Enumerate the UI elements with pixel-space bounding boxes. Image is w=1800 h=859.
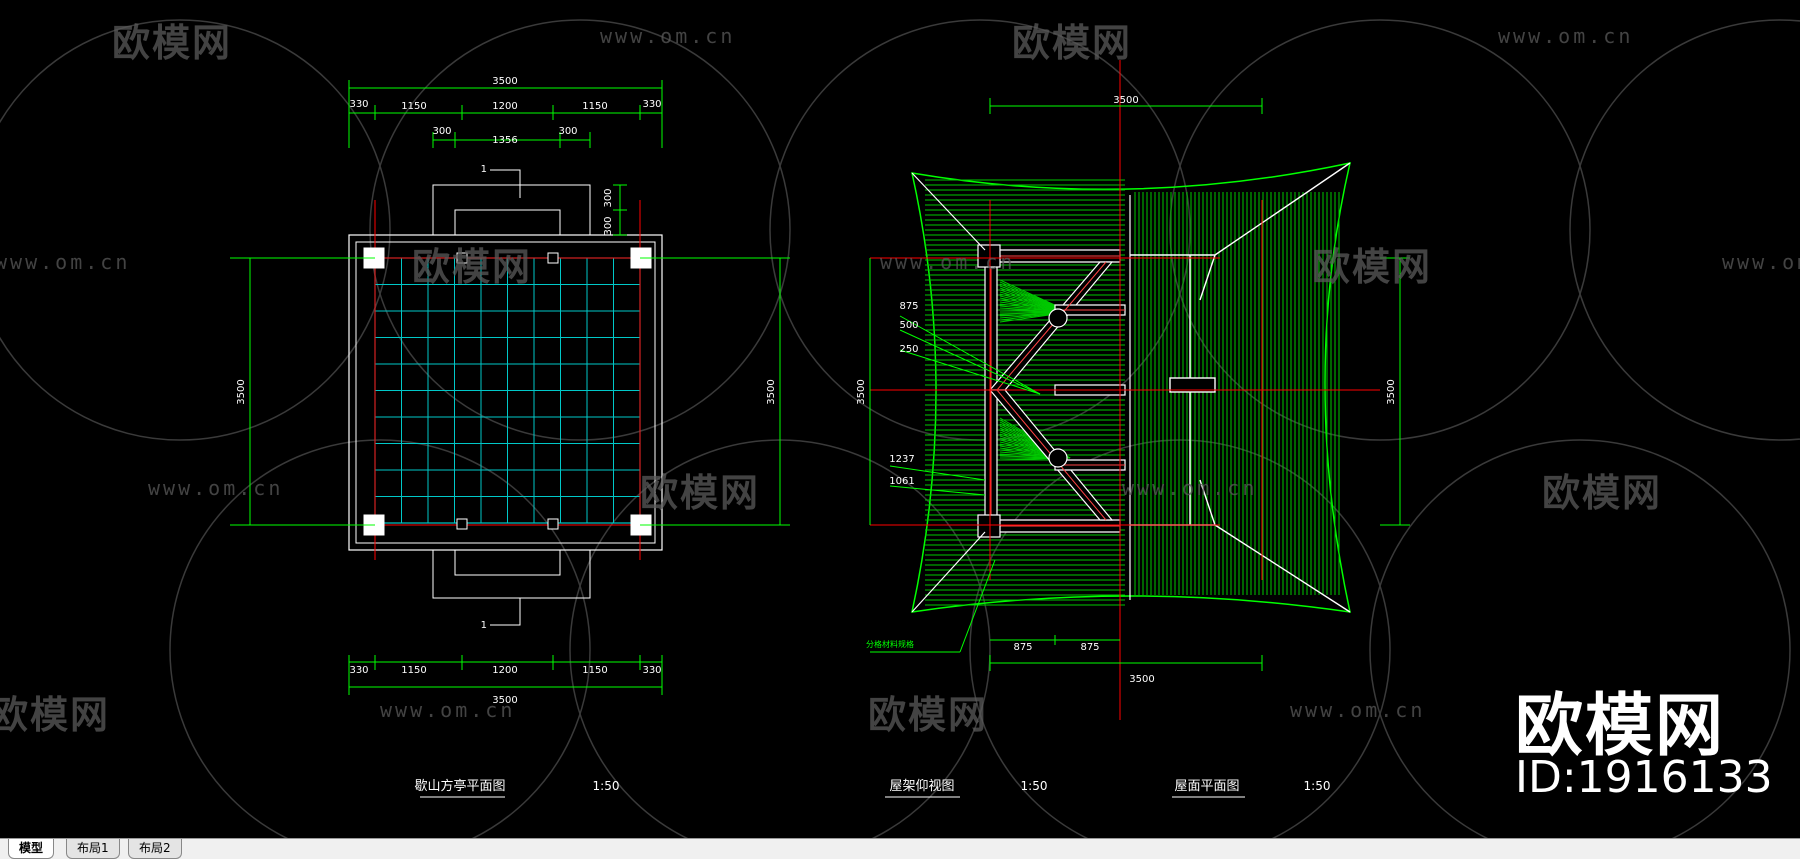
roof-drawing: 3500 3500 875 500 250 1237 1061 875 875 … [856, 60, 1410, 798]
watermark-brand: 欧模网 [0, 693, 111, 737]
plan-floor-grid [375, 258, 640, 523]
watermark-url: www.om.cn [380, 698, 516, 722]
watermark-url: www.om.cn [0, 250, 131, 274]
plan-dim-bottom-seg-2: 1150 [401, 665, 426, 676]
roof-frame-label-1: 875 [899, 301, 918, 312]
plan-outer-platform [348, 234, 663, 551]
model-id-text: ID:1916133 [1515, 752, 1773, 803]
plan-step-bottom-inner [454, 550, 561, 576]
plan-dim-bottom-seg-1: 330 [349, 665, 368, 676]
roof-frame-dim-bottom-1: 875 [1013, 642, 1032, 653]
roof-tile-lines [1134, 192, 1340, 595]
plan-dim-top-total: 3500 [492, 76, 517, 87]
watermark-brand: 欧模网 [112, 21, 233, 65]
plan-dim-side-a: 300 [603, 216, 614, 235]
roof-frame-dim-bottom-total: 3500 [1129, 674, 1154, 685]
roof-frame-label-4: 1237 [889, 454, 914, 465]
roof-frame-label-3: 250 [899, 344, 918, 355]
watermark-url: www.om.cn [1290, 698, 1426, 722]
plan-dim-inner-2: 1356 [492, 135, 517, 146]
brand-logo-text: 欧模网 [1515, 687, 1726, 766]
roof-frame-title: 屋架仰视图 [889, 779, 954, 794]
layout-tab-bar: 模型 布局1 布局2 [0, 838, 1800, 859]
roof-frame-label-5: 1061 [889, 476, 914, 487]
roof-frame-label-2: 500 [899, 320, 918, 331]
watermark-url: www.om.cn [880, 250, 1016, 274]
watermark-brand: 欧模网 [412, 245, 533, 289]
watermark-brand: 欧模网 [868, 693, 989, 737]
roof-plan-dim-right: 3500 [1386, 379, 1397, 404]
watermark-url: www.om.cn [1498, 24, 1634, 48]
plan-dim-bottom-seg-4: 1150 [582, 665, 607, 676]
plan-dim-top-seg-4: 1150 [582, 101, 607, 112]
roof-plan-scale: 1:50 [1304, 779, 1331, 793]
cad-drawing-svg: 1 1 3500 330 1150 1200 1150 330 300 1356… [0, 19, 1800, 859]
plan-section-bottom-label: 1 [481, 620, 487, 631]
post-s2 [547, 518, 559, 530]
roof-frame-note: 分格材料规格 [866, 639, 914, 649]
post-n1 [456, 252, 468, 264]
roof-plan-title: 屋面平面图 [1174, 779, 1239, 794]
plan-dimension-lines [230, 80, 790, 695]
roof-frame-dim-left: 3500 [856, 379, 867, 404]
plan-dim-top-seg-5: 330 [642, 99, 661, 110]
plan-inner-platform [355, 241, 656, 544]
watermark-brand: 欧模网 [1542, 471, 1663, 515]
roof-frame-scale: 1:50 [1021, 779, 1048, 793]
plan-columns [363, 247, 652, 536]
watermark-brand: 欧模网 [1012, 21, 1133, 65]
plan-dim-bottom-seg-3: 1200 [492, 665, 517, 676]
roof-hips [911, 172, 986, 613]
plan-step-top-outer [432, 184, 591, 235]
tab-layout-2[interactable]: 布局2 [128, 839, 182, 859]
roof-axes [870, 60, 1380, 720]
plan-dim-top-seg-3: 1200 [492, 101, 517, 112]
tab-layout-1[interactable]: 布局1 [66, 839, 120, 859]
watermark-url: www.om.cn [600, 24, 736, 48]
plan-dim-inner-3: 300 [558, 126, 577, 137]
roof-frame-dim-top: 3500 [1113, 95, 1138, 106]
plan-dim-top-seg-1: 330 [349, 99, 368, 110]
roof-dimension-lines [869, 98, 1410, 671]
plan-dim-bottom-seg-5: 330 [642, 665, 661, 676]
roof-frame-columns [977, 244, 1068, 538]
plan-title: 歇山方亭平面图 [414, 778, 505, 794]
plan-dim-left: 3500 [236, 379, 247, 404]
watermark-url: www.om.cn [148, 476, 284, 500]
watermark-brand: 欧模网 [1312, 245, 1433, 289]
plan-dim-inner-1: 300 [432, 126, 451, 137]
watermark-url: www.om.cn [1722, 250, 1800, 274]
watermark-brand: 欧模网 [640, 471, 761, 515]
plan-dim-bottom-total: 3500 [492, 695, 517, 706]
tab-model[interactable]: 模型 [8, 839, 55, 859]
plan-step-bottom-outer [432, 550, 591, 599]
plan-step-top-inner [454, 209, 561, 235]
post-s1 [456, 518, 468, 530]
plan-dim-right: 3500 [766, 379, 777, 404]
plan-section-top-label: 1 [481, 164, 487, 175]
roof-frame-dim-bottom-2: 875 [1080, 642, 1099, 653]
plan-scale: 1:50 [593, 779, 620, 793]
pavilion-plan: 1 1 3500 330 1150 1200 1150 330 300 1356… [230, 76, 790, 798]
plan-dim-top-seg-2: 1150 [401, 101, 426, 112]
plan-dim-side-b: 300 [603, 188, 614, 207]
watermark-circles [0, 19, 1800, 859]
post-n2 [547, 252, 559, 264]
watermark-url: www.om.cn [1122, 476, 1258, 500]
